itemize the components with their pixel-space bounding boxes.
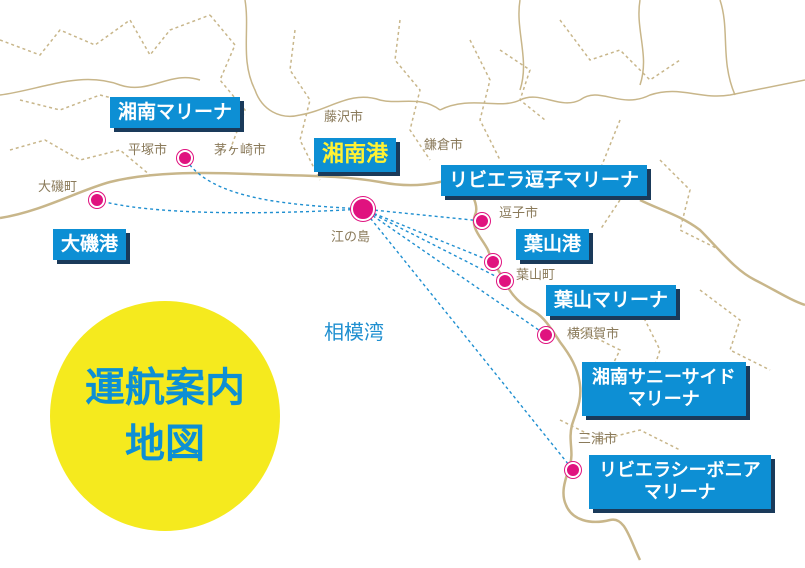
- label-sunnyside-marina[interactable]: 湘南サニーサイド マリーナ: [582, 362, 746, 416]
- label-oiso-port[interactable]: 大磯港: [53, 229, 127, 260]
- label-hayama-port[interactable]: 葉山港: [516, 229, 590, 260]
- port-marker-sunnyside[interactable]: [538, 327, 554, 343]
- port-marker-shonan-port[interactable]: [351, 197, 375, 221]
- city-chigasaki: 茅ヶ崎市: [214, 143, 267, 158]
- routes: [96, 157, 574, 471]
- port-marker-hayama-port[interactable]: [485, 254, 501, 270]
- city-oiso: 大磯町: [38, 180, 78, 195]
- port-marker-shonan-marina[interactable]: [177, 150, 193, 166]
- city-yokosuka: 横須賀市: [567, 327, 620, 342]
- label-shonan-port[interactable]: 湘南港: [314, 138, 397, 173]
- label-zushi-marina[interactable]: リビエラ逗子マリーナ: [441, 165, 648, 196]
- label-seabornia-marina[interactable]: リビエラシーボニア マリーナ: [589, 455, 771, 509]
- title-line2: 地図: [125, 421, 205, 467]
- title-line1: 運航案内: [85, 365, 245, 411]
- port-marker-zushi[interactable]: [474, 213, 490, 229]
- city-enoshima: 江の島: [331, 230, 371, 245]
- port-marker-seabornia[interactable]: [565, 462, 581, 478]
- label-sunnyside-line1: 湘南サニーサイド: [592, 367, 736, 388]
- label-seabornia-line2: マリーナ: [643, 482, 716, 503]
- label-hayama-marina[interactable]: 葉山マリーナ: [546, 285, 677, 316]
- label-seabornia-line1: リビエラシーボニア: [599, 460, 761, 481]
- coastline-east: [639, 198, 805, 307]
- title-circle: 運航案内 地図: [50, 301, 280, 531]
- border-lines: [0, 0, 805, 117]
- label-shonan-marina[interactable]: 湘南マリーナ: [110, 97, 241, 128]
- city-fujisawa: 藤沢市: [324, 110, 364, 125]
- city-miura: 三浦市: [578, 432, 618, 447]
- label-sunnyside-line2: マリーナ: [627, 389, 700, 410]
- port-marker-oiso[interactable]: [89, 192, 105, 208]
- city-zushi: 逗子市: [499, 206, 539, 221]
- city-hayama: 葉山町: [516, 268, 556, 283]
- city-kamakura: 鎌倉市: [424, 138, 464, 153]
- city-hiratsuka: 平塚市: [128, 143, 168, 158]
- bay-sagami: 相模湾: [324, 320, 384, 344]
- port-marker-hayama-marina[interactable]: [497, 273, 513, 289]
